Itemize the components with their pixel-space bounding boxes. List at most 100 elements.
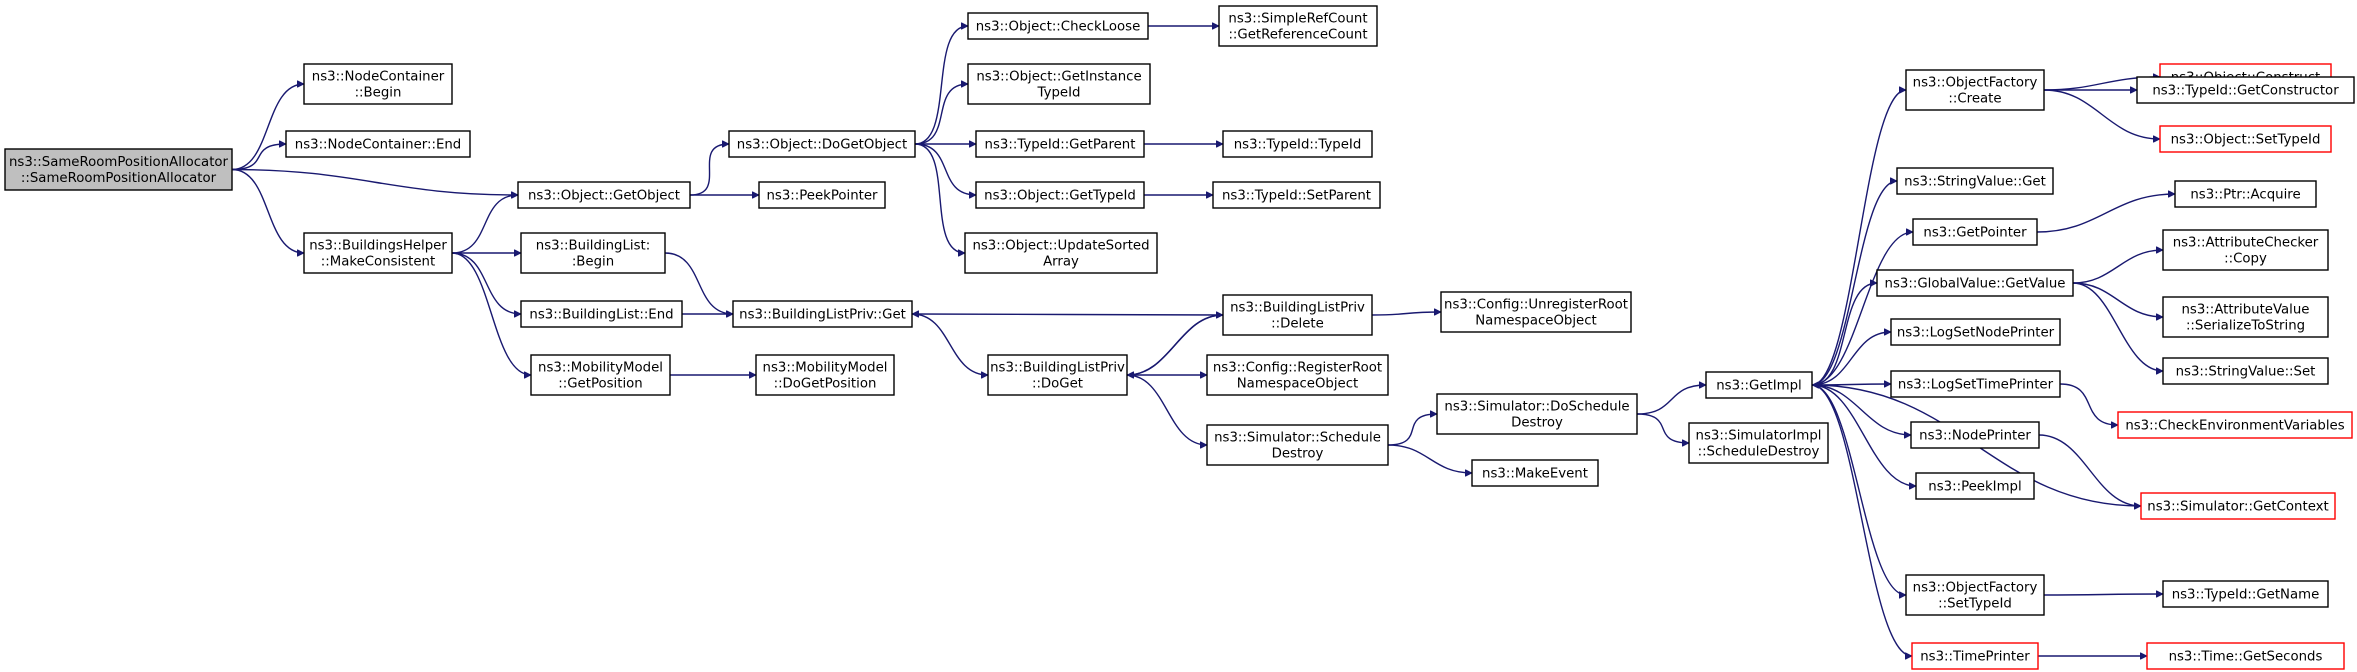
function-node-blp_get[interactable]: ns3::BuildingListPriv::Get bbox=[732, 300, 913, 328]
node-box bbox=[758, 181, 886, 209]
node-label: ns3::Config::RegisterRoot bbox=[1213, 361, 1382, 376]
node-box bbox=[1911, 642, 2039, 670]
call-edge-nodeprinter-to-sim_getcontext bbox=[2038, 434, 2141, 506]
node-label: ns3::LogSetNodePrinter bbox=[1897, 326, 2055, 341]
node-label: Destroy bbox=[1272, 447, 1324, 462]
function-node-sim_scheddestroy[interactable]: ns3::Simulator::ScheduleDestroy bbox=[1206, 424, 1389, 466]
node-box bbox=[2159, 125, 2332, 153]
node-box bbox=[1890, 370, 2061, 398]
node-box bbox=[1222, 130, 1373, 158]
node-label: ns3::MobilityModel bbox=[538, 361, 663, 376]
function-node-typeid_typeid[interactable]: ns3::TypeId::TypeId bbox=[1222, 130, 1373, 158]
node-box bbox=[1206, 354, 1389, 396]
function-node-obj_getobject[interactable]: ns3::Object::GetObject bbox=[517, 181, 691, 209]
node-box bbox=[2162, 229, 2329, 271]
function-node-mm_getpos[interactable]: ns3::MobilityModel::GetPosition bbox=[530, 354, 671, 396]
function-node-blp_delete[interactable]: ns3::BuildingListPriv::Delete bbox=[1222, 294, 1373, 336]
node-label: ns3::SimpleRefCount bbox=[1228, 12, 1367, 27]
node-label: ns3::GetPointer bbox=[1923, 226, 2027, 241]
node-label: :Begin bbox=[572, 255, 614, 270]
call-edge-getimpl-to-nodeprinter bbox=[1811, 384, 1911, 435]
function-node-simimpl_scheddestroy[interactable]: ns3::SimulatorImpl::ScheduleDestroy bbox=[1688, 422, 1829, 464]
call-edge-root-to-nc_begin bbox=[231, 84, 304, 171]
function-node-stringvalue_set[interactable]: ns3::StringValue::Set bbox=[2162, 357, 2329, 385]
node-label: ::Begin bbox=[355, 86, 402, 101]
node-label: ns3::PeekPointer bbox=[766, 189, 878, 204]
node-box bbox=[530, 354, 671, 396]
function-node-peekimpl[interactable]: ns3::PeekImpl bbox=[1915, 472, 2035, 500]
function-node-attrchecker_copy[interactable]: ns3::AttributeChecker::Copy bbox=[2162, 229, 2329, 271]
function-node-nc_end[interactable]: ns3::NodeContainer::End bbox=[285, 130, 471, 158]
node-label: Destroy bbox=[1511, 416, 1563, 431]
call-edge-obj_getobject-to-obj_dogetobject bbox=[689, 144, 729, 196]
function-node-of_create[interactable]: ns3::ObjectFactory::Create bbox=[1905, 69, 2045, 111]
call-edge-of_create-to-obj_settypeid bbox=[2043, 89, 2160, 139]
node-box bbox=[967, 63, 1151, 105]
function-node-getpointer[interactable]: ns3::GetPointer bbox=[1912, 218, 2038, 246]
function-node-checkenv[interactable]: ns3::CheckEnvironmentVariables bbox=[2117, 411, 2353, 439]
node-box bbox=[1471, 459, 1599, 487]
call-edge-obj_dogetobject-to-obj_checkloose bbox=[914, 26, 969, 145]
function-node-obj_dogetobject[interactable]: ns3::Object::DoGetObject bbox=[728, 130, 916, 158]
function-node-time_getseconds[interactable]: ns3::Time::GetSeconds bbox=[2146, 642, 2345, 670]
call-edge-obj_dogetobject-to-obj_getinstancetypeid bbox=[914, 84, 968, 145]
function-node-obj_checkloose[interactable]: ns3::Object::CheckLoose bbox=[967, 12, 1149, 40]
function-node-srefcount[interactable]: ns3::SimpleRefCount::GetReferenceCount bbox=[1218, 5, 1378, 47]
function-node-peekpointer[interactable]: ns3::PeekPointer bbox=[758, 181, 886, 209]
function-node-obj_settypeid[interactable]: ns3::Object::SetTypeId bbox=[2159, 125, 2332, 153]
node-label: ns3::MakeEvent bbox=[1482, 467, 1588, 482]
function-node-mm_dogetpos[interactable]: ns3::MobilityModel::DoGetPosition bbox=[755, 354, 895, 396]
node-label: ns3::BuildingList: bbox=[536, 239, 650, 254]
node-label: ::Delete bbox=[1271, 317, 1324, 332]
call-edge-blp_delete-to-blp_get bbox=[912, 314, 1224, 315]
function-node-attrvalue_serialize[interactable]: ns3::AttributeValue::SerializeToString bbox=[2162, 296, 2329, 338]
function-node-nodeprinter[interactable]: ns3::NodePrinter bbox=[1910, 421, 2040, 449]
function-node-obj_gettypeid[interactable]: ns3::Object::GetTypeId bbox=[975, 181, 1145, 209]
node-label: ::GetPosition bbox=[558, 377, 642, 392]
function-node-bh_mc[interactable]: ns3::BuildingsHelper::MakeConsistent bbox=[303, 232, 453, 274]
function-node-stringvalue_get[interactable]: ns3::StringValue::Get bbox=[1896, 167, 2054, 195]
call-edge-gv_getvalue-to-attrchecker_copy bbox=[2072, 250, 2163, 284]
function-node-blp_doget[interactable]: ns3::BuildingListPriv::DoGet bbox=[987, 354, 1128, 396]
function-node-cfg_unreg[interactable]: ns3::Config::UnregisterRootNamespaceObje… bbox=[1440, 291, 1632, 333]
node-label: Array bbox=[1043, 255, 1079, 270]
function-node-makeevent[interactable]: ns3::MakeEvent bbox=[1471, 459, 1599, 487]
function-node-gv_getvalue[interactable]: ns3::GlobalValue::GetValue bbox=[1876, 269, 2074, 297]
function-node-timeprinter[interactable]: ns3::TimePrinter bbox=[1911, 642, 2039, 670]
function-node-sim_getcontext[interactable]: ns3::Simulator::GetContext bbox=[2140, 492, 2336, 520]
node-label: ns3::TypeId::GetName bbox=[2172, 588, 2320, 603]
function-node-typeid_getconstructor[interactable]: ns3::TypeId::GetConstructor bbox=[2136, 76, 2355, 104]
function-node-root[interactable]: ns3::SameRoomPositionAllocator::SameRoom… bbox=[4, 148, 233, 191]
function-node-typeid_getname[interactable]: ns3::TypeId::GetName bbox=[2162, 580, 2329, 608]
node-box bbox=[1218, 5, 1378, 47]
call-edge-getimpl-to-logsetnodeprinter bbox=[1811, 332, 1891, 386]
function-node-typeid_getparent[interactable]: ns3::TypeId::GetParent bbox=[975, 130, 1145, 158]
function-node-typeid_setparent[interactable]: ns3::TypeId::SetParent bbox=[1212, 181, 1381, 209]
function-node-nc_begin[interactable]: ns3::NodeContainer::Begin bbox=[303, 63, 453, 105]
function-node-bl_begin[interactable]: ns3::BuildingList::Begin bbox=[520, 232, 666, 274]
node-box bbox=[517, 181, 691, 209]
node-label: ns3::ObjectFactory bbox=[1913, 581, 2038, 596]
node-label: ns3::GetImpl bbox=[1716, 379, 1801, 394]
call-edge-blp_get-to-blp_doget bbox=[911, 313, 988, 375]
node-label: NamespaceObject bbox=[1237, 377, 1359, 392]
function-node-ptr_acquire[interactable]: ns3::Ptr::Acquire bbox=[2174, 180, 2317, 208]
function-node-logsettimeprinter[interactable]: ns3::LogSetTimePrinter bbox=[1890, 370, 2061, 398]
function-node-logsetnodeprinter[interactable]: ns3::LogSetNodePrinter bbox=[1890, 318, 2061, 346]
call-edge-bl_begin-to-blp_get bbox=[664, 252, 733, 314]
node-box bbox=[2140, 492, 2336, 520]
node-box bbox=[1705, 371, 1813, 399]
node-box bbox=[1206, 424, 1389, 466]
node-box bbox=[1440, 291, 1632, 333]
node-label: ns3::AttributeValue bbox=[2181, 303, 2309, 318]
function-node-of_settypeid[interactable]: ns3::ObjectFactory::SetTypeId bbox=[1905, 574, 2045, 616]
function-node-getimpl[interactable]: ns3::GetImpl bbox=[1705, 371, 1813, 399]
function-node-bl_end[interactable]: ns3::BuildingList::End bbox=[520, 300, 683, 328]
node-box bbox=[303, 63, 453, 105]
node-label: ns3::AttributeChecker bbox=[2173, 236, 2319, 251]
edges-layer bbox=[231, 26, 2175, 656]
